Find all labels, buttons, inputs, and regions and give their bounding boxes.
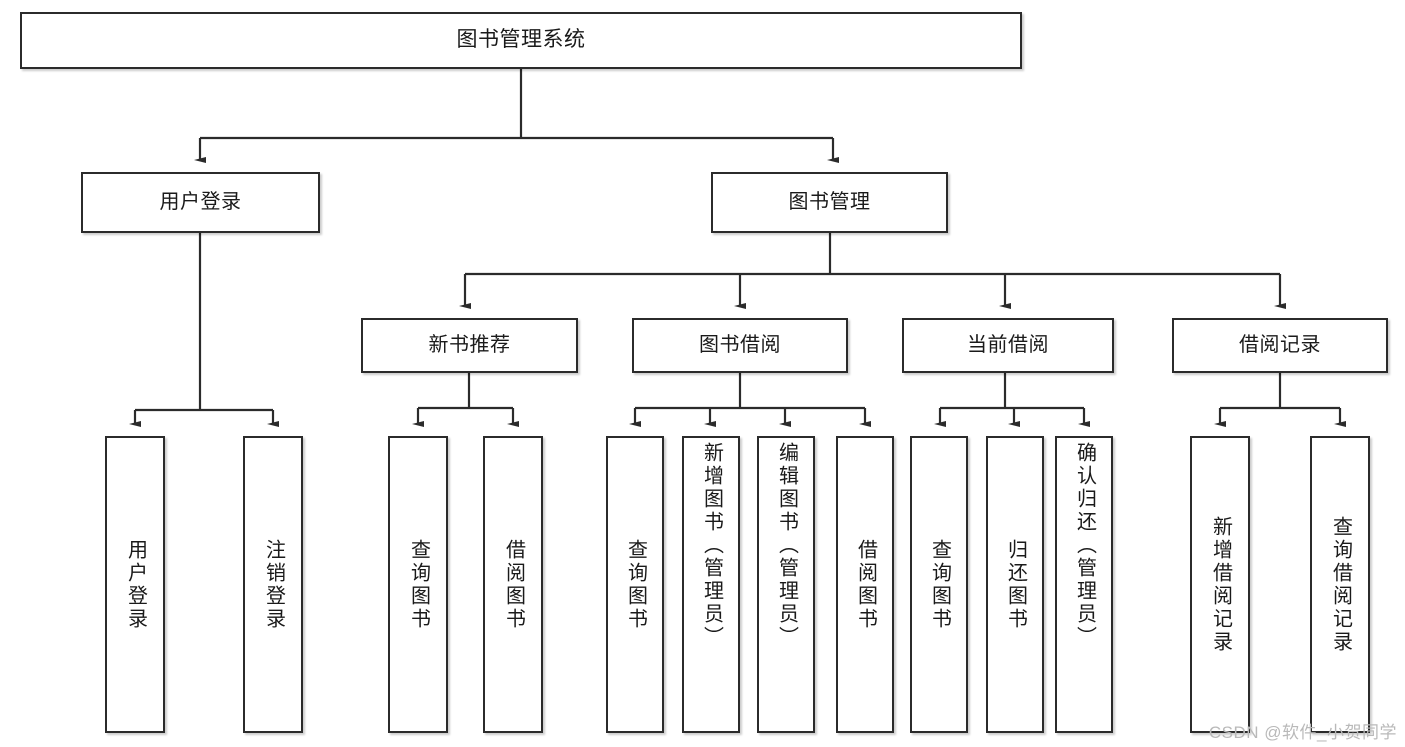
leaf-record-add-borrow-record[interactable]: 新增借阅记录 bbox=[1190, 436, 1250, 733]
node-label: 新增图书（管理员） bbox=[700, 442, 723, 649]
leaf-text-wrap: 查询图书 bbox=[621, 438, 650, 731]
leaf-text-wrap: 查询借阅记录 bbox=[1326, 438, 1355, 731]
node-label: 注销登录 bbox=[262, 538, 285, 631]
leaf-user-login-login[interactable]: 用户登录 bbox=[105, 436, 165, 733]
leaf-borrow-borrow-book[interactable]: 借阅图书 bbox=[836, 436, 894, 733]
leaf-recommend-borrow-book[interactable]: 借阅图书 bbox=[483, 436, 543, 733]
leaf-current-return-book[interactable]: 归还图书 bbox=[986, 436, 1044, 733]
leaf-recommend-query-book[interactable]: 查询图书 bbox=[388, 436, 448, 733]
node-label: 查询借阅记录 bbox=[1329, 515, 1352, 654]
node-label: 新增借阅记录 bbox=[1209, 515, 1232, 654]
csdn-watermark: CSDN @软件_小贺同学 bbox=[1208, 723, 1397, 742]
leaf-text-wrap: 注销登录 bbox=[259, 438, 288, 731]
node-label: 图书管理系统 bbox=[456, 28, 586, 52]
leaf-borrow-query-book[interactable]: 查询图书 bbox=[606, 436, 664, 733]
node-label: 查询图书 bbox=[928, 538, 951, 631]
node-book-management[interactable]: 图书管理 bbox=[711, 172, 948, 233]
node-root-book-management-system[interactable]: 图书管理系统 bbox=[20, 12, 1022, 69]
node-label: 归还图书 bbox=[1004, 538, 1027, 631]
node-new-book-recommendation[interactable]: 新书推荐 bbox=[361, 318, 578, 373]
leaf-text-wrap: 查询图书 bbox=[404, 438, 433, 731]
leaf-current-confirm-return-admin[interactable]: 确认归还（管理员） bbox=[1055, 436, 1113, 733]
leaf-text-wrap: 归还图书 bbox=[1001, 438, 1030, 731]
leaf-text-wrap: 借阅图书 bbox=[499, 438, 528, 731]
leaf-record-query-borrow-record[interactable]: 查询借阅记录 bbox=[1310, 436, 1370, 733]
node-label: 图书借阅 bbox=[699, 334, 781, 356]
node-label: 查询图书 bbox=[407, 538, 430, 631]
node-label: 图书管理 bbox=[788, 191, 871, 213]
leaf-text-wrap: 编辑图书（管理员） bbox=[772, 438, 801, 735]
leaf-text-wrap: 新增借阅记录 bbox=[1206, 438, 1235, 731]
node-label: 借阅图书 bbox=[502, 538, 525, 631]
leaf-text-wrap: 用户登录 bbox=[121, 438, 150, 731]
node-label: 编辑图书（管理员） bbox=[775, 442, 798, 649]
leaf-text-wrap: 借阅图书 bbox=[851, 438, 880, 731]
node-label: 借阅图书 bbox=[854, 538, 877, 631]
node-book-borrowing[interactable]: 图书借阅 bbox=[632, 318, 848, 373]
node-label: 用户登录 bbox=[159, 191, 242, 213]
node-label: 当前借阅 bbox=[967, 334, 1049, 356]
node-borrowing-record[interactable]: 借阅记录 bbox=[1172, 318, 1388, 373]
node-current-borrowing[interactable]: 当前借阅 bbox=[902, 318, 1114, 373]
node-label: 新书推荐 bbox=[428, 334, 511, 356]
leaf-text-wrap: 查询图书 bbox=[925, 438, 954, 731]
leaf-user-login-logout[interactable]: 注销登录 bbox=[243, 436, 303, 733]
leaf-text-wrap: 确认归还（管理员） bbox=[1070, 438, 1099, 735]
node-label: 借阅记录 bbox=[1239, 334, 1321, 356]
leaf-current-query-book[interactable]: 查询图书 bbox=[910, 436, 968, 733]
node-label: 确认归还（管理员） bbox=[1073, 442, 1096, 649]
leaf-borrow-add-book-admin[interactable]: 新增图书（管理员） bbox=[682, 436, 740, 733]
node-label: 查询图书 bbox=[624, 538, 647, 631]
node-label: 用户登录 bbox=[124, 538, 147, 631]
node-user-login[interactable]: 用户登录 bbox=[81, 172, 320, 233]
leaf-text-wrap: 新增图书（管理员） bbox=[697, 438, 726, 735]
leaf-borrow-edit-book-admin[interactable]: 编辑图书（管理员） bbox=[757, 436, 815, 733]
